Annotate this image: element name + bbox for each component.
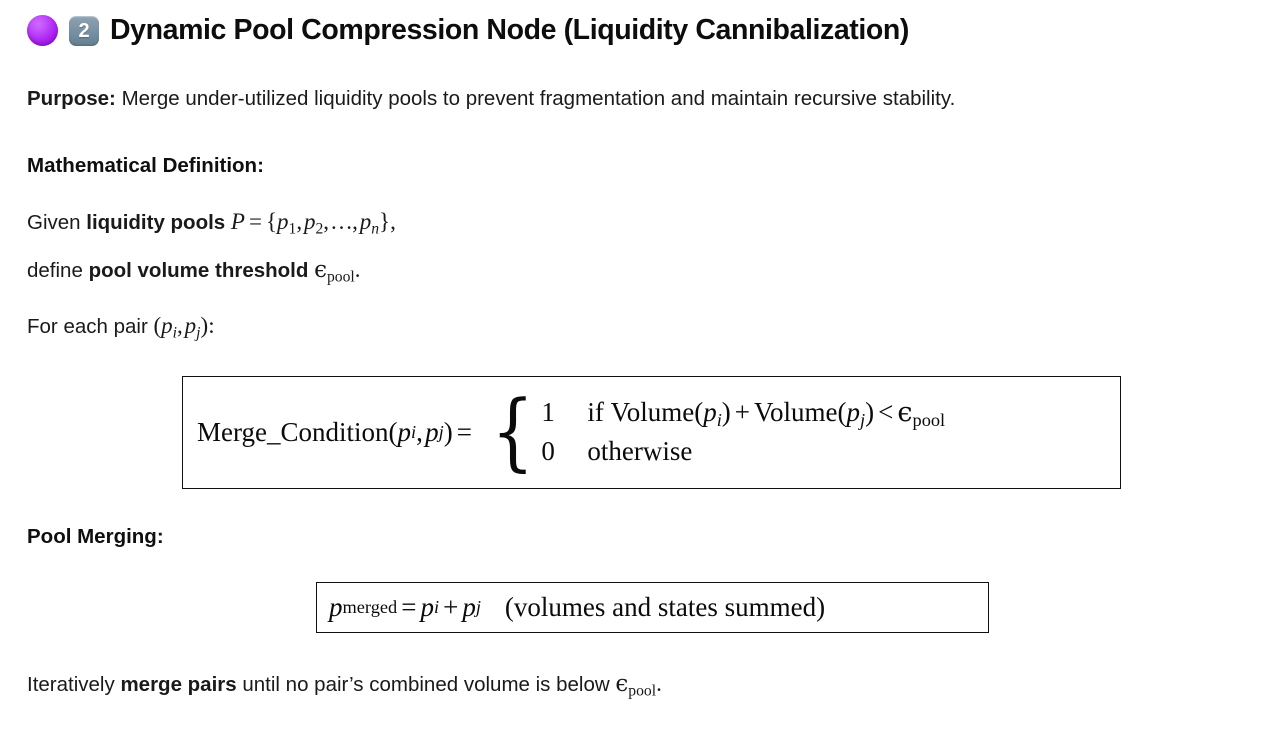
keycap-number: 2 [78, 19, 90, 42]
pool-merge-note: (volumes and states summed) [504, 592, 826, 622]
purpose-paragraph: Purpose: Merge under-utilized liquidity … [27, 86, 955, 112]
define-bold-term: pool volume threshold [88, 259, 309, 282]
footer-epsilon-subscript: pool [628, 682, 657, 700]
p-merged-symbol: p [329, 592, 343, 622]
left-curly-brace: { [491, 382, 535, 481]
epsilon-glyph: ϵ [314, 257, 327, 283]
pool-merge-equals: = [401, 592, 417, 622]
given-bold-term: liquidity pools [86, 211, 226, 234]
cases-rows: 1 if Volume(pi)+Volume(pj)<ϵpool 0 other… [541, 398, 945, 466]
math-definition-heading: Mathematical Definition: [27, 154, 264, 177]
page-header: 2 Dynamic Pool Compression Node (Liquidi… [27, 14, 909, 47]
iterative-merge-line: Iteratively merge pairs until no pair’s … [27, 670, 662, 701]
less-than-sign: < [878, 397, 894, 428]
given-pools-line: Given liquidity pools P={p1, p2, . . ., … [27, 208, 396, 239]
define-prefix: define [27, 259, 83, 282]
footer-period: . [656, 671, 662, 696]
for-each-pair-line: For each pair (pi, pj): [27, 312, 215, 343]
page-title: Dynamic Pool Compression Node (Liquidity… [110, 14, 910, 46]
plus-sign: + [734, 397, 751, 428]
purpose-label: Purpose: [27, 87, 116, 110]
foreach-prefix: For each pair [27, 315, 148, 338]
case-row-two: 0 otherwise [541, 437, 945, 466]
case-two-condition: otherwise [587, 436, 693, 467]
case-epsilon-subscript: pool [912, 410, 946, 431]
footer-epsilon: ϵpool. [615, 671, 662, 700]
set-symbol-P: P [230, 209, 245, 234]
define-threshold-line: define pool volume threshold ϵpool. [27, 256, 361, 287]
case-epsilon: ϵ [897, 397, 913, 429]
pool-merge-plus: + [443, 592, 459, 622]
volume-fn-first: Volume [610, 397, 695, 428]
merge-condition-name: Merge_Condition [197, 417, 389, 447]
cases-construct: { 1 if Volume(pi)+Volume(pj)<ϵpool 0 oth… [486, 382, 945, 481]
keycap-two-icon: 2 [69, 15, 99, 46]
pair-notation: (pi, pj): [153, 313, 215, 342]
p-i-subscript: i [433, 597, 440, 617]
case-row-one: 1 if Volume(pi)+Volume(pj)<ϵpool [541, 398, 945, 431]
merge-condition-equals: = [456, 417, 472, 447]
equals-sign: = [248, 209, 262, 234]
p-j-symbol: p [462, 592, 476, 622]
footer-middle: until no pair’s combined volume is below [242, 673, 610, 696]
set-open-brace: { [265, 209, 277, 234]
set-close-brace: } [379, 209, 391, 234]
purpose-text: Merge under-utilized liquidity pools to … [121, 87, 956, 110]
purple-circle-icon [27, 15, 58, 46]
volume-fn-second: Volume [754, 397, 838, 428]
given-equation: P={p1, p2, . . ., pn}, [230, 209, 396, 238]
case-two-value: 0 [541, 436, 555, 467]
epsilon-pool-symbol: ϵpool. [314, 257, 361, 286]
given-prefix: Given [27, 211, 81, 234]
p-j-subscript: j [475, 597, 481, 617]
case-one-value: 1 [541, 397, 555, 428]
case-one-condition: if Volume(pi)+Volume(pj)<ϵpool [587, 397, 946, 431]
footer-epsilon-glyph: ϵ [615, 671, 629, 697]
if-keyword: if [587, 397, 604, 428]
footer-bold-term: merge pairs [120, 673, 237, 696]
epsilon-subscript: pool [326, 268, 355, 286]
define-period: . [354, 257, 361, 282]
footer-prefix: Iteratively [27, 673, 115, 696]
p-merged-subscript: merged [342, 597, 398, 617]
trailing-comma: , [390, 209, 396, 234]
p-i-symbol: p [420, 592, 434, 622]
pool-merging-heading: Pool Merging: [27, 525, 164, 548]
